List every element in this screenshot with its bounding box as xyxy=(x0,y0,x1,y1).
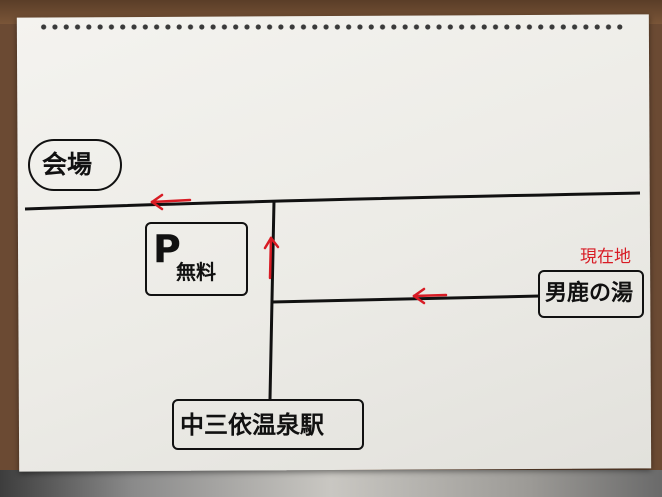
floor-background xyxy=(0,470,662,497)
main-road xyxy=(24,191,641,211)
route-arrow-left-main xyxy=(150,193,192,211)
route-arrow-up xyxy=(263,236,280,280)
route-arrow-left-branch xyxy=(412,287,448,305)
parking-box xyxy=(145,222,248,296)
parking-letter: P xyxy=(153,227,181,271)
venue-circle xyxy=(28,139,122,191)
venue-label: 会場 xyxy=(42,150,93,179)
onsen-box xyxy=(538,270,644,318)
branch-road xyxy=(271,294,541,304)
station-box xyxy=(172,399,364,450)
current-location-label: 現在地 xyxy=(580,247,631,267)
spiral-binding xyxy=(38,22,628,32)
vertical-road xyxy=(268,200,276,400)
station-label: 中三依温泉駅 xyxy=(180,411,324,439)
parking-note: 無料 xyxy=(176,260,216,284)
onsen-label: 男鹿の湯 xyxy=(545,281,634,306)
